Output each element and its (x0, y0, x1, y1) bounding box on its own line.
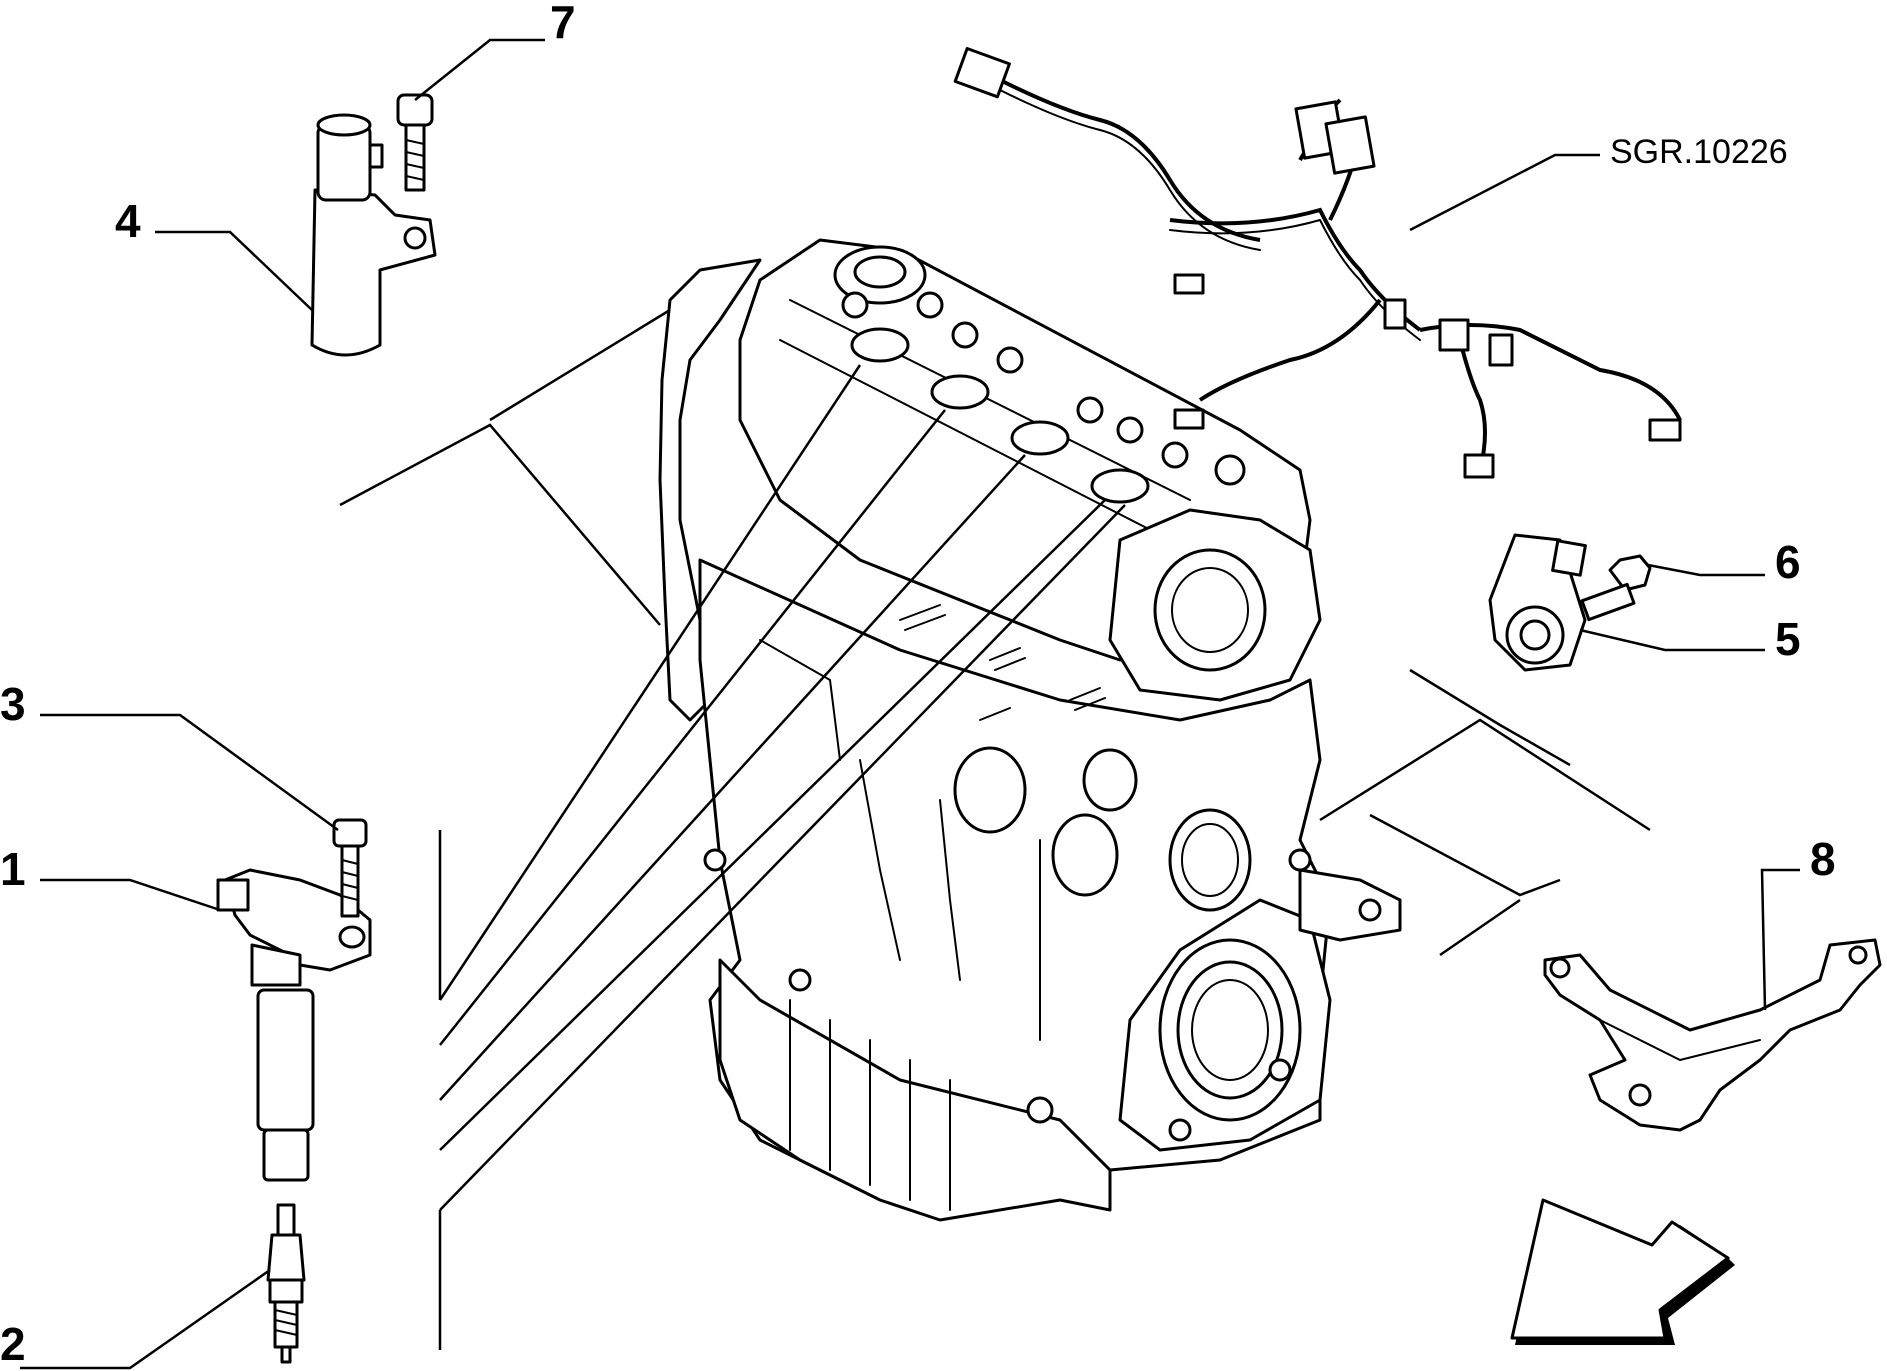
callout-4: 4 (115, 195, 141, 247)
callout-2: 2 (0, 1318, 26, 1370)
spark-plug (266, 1203, 306, 1364)
direction-arrow (1510, 1198, 1735, 1345)
wiring-harness (953, 47, 1682, 479)
callout-7: 7 (550, 0, 576, 48)
bracket-8 (1543, 938, 1882, 1132)
screw-7 (396, 93, 434, 192)
bolt-6 (1580, 554, 1652, 622)
leader-lines (20, 38, 1800, 1370)
callout-5: 5 (1775, 613, 1801, 665)
callout-1: 1 (0, 843, 26, 895)
callout-8: 8 (1810, 833, 1836, 885)
engine-block (658, 238, 1402, 1222)
knock-sensor (1488, 533, 1587, 672)
screw-3 (332, 818, 368, 918)
callout-6: 6 (1775, 536, 1801, 588)
ignition-coil (216, 868, 372, 1182)
callout-3: 3 (0, 678, 26, 730)
reference-label: SGR.10226 (1610, 133, 1788, 171)
sensor-4 (310, 113, 437, 357)
